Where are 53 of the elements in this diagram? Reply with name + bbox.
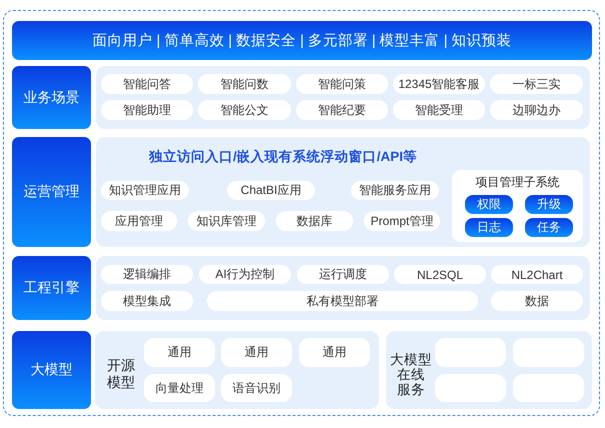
panel-label: 大模型在线服务: [389, 352, 433, 397]
category-box: 运营管理: [12, 137, 91, 247]
feature-pill: 通用: [144, 338, 215, 367]
panel: [96, 66, 590, 129]
module-button: 日志: [465, 218, 513, 237]
feature-pill: 智能问策: [296, 74, 388, 94]
empty-pill: [435, 374, 506, 402]
module-button: 升级: [525, 195, 573, 214]
feature-pill: 知识库管理: [188, 211, 265, 231]
empty-pill: [513, 374, 584, 402]
feature-pill: 逻辑编排: [101, 265, 193, 284]
panel: [95, 331, 379, 409]
feature-pill: 智能受理: [393, 100, 485, 120]
panel: [96, 256, 590, 320]
feature-pill: 智能服务应用: [351, 181, 439, 200]
feature-pill: 12345智能客服: [393, 74, 485, 94]
feature-pill: 私有模型部署: [207, 291, 478, 311]
panel-label: 开源模型: [106, 357, 136, 391]
feature-pill: 通用: [221, 338, 292, 367]
feature-pill: 语音识别: [221, 374, 292, 402]
panel-heading: 独立访问入口/嵌入现有系统浮动窗口/API等: [148, 148, 418, 166]
feature-pill: ChatBI应用: [227, 181, 315, 200]
feature-pill: 通用: [299, 338, 370, 367]
feature-pill: 智能公文: [198, 100, 291, 120]
feature-pill: 运行调度: [297, 265, 389, 284]
feature-pill: 应用管理: [101, 211, 177, 231]
feature-pill: 模型集成: [101, 291, 193, 311]
panel: [386, 331, 592, 409]
panel: [96, 137, 590, 247]
feature-pill: 向量处理: [144, 374, 215, 402]
module-button: 权限: [465, 195, 513, 214]
feature-pill: 边聊边办: [490, 100, 583, 120]
module-button: 任务: [525, 218, 573, 237]
empty-pill: [435, 338, 506, 367]
feature-pill: AI行为控制: [199, 265, 291, 284]
feature-pill: 智能纪要: [296, 100, 388, 120]
feature-pill: 一标三实: [490, 74, 583, 94]
feature-pill: 数据: [491, 291, 583, 311]
feature-pill: 智能助理: [101, 100, 193, 120]
category-box: 工程引擎: [12, 256, 91, 320]
empty-pill: [513, 338, 584, 367]
feature-pill: NL2Chart: [491, 265, 583, 284]
category-box: 业务场景: [12, 66, 91, 129]
feature-pill: 智能问数: [198, 74, 291, 94]
banner: 面向用户 | 简单高效 | 数据安全 | 多元部署 | 模型丰富 | 知识预装: [12, 21, 592, 60]
feature-pill: Prompt管理: [364, 211, 440, 231]
card-title: 项目管理子系统: [474, 174, 560, 190]
feature-pill: 智能问答: [101, 74, 193, 94]
feature-pill: 数据库: [276, 211, 353, 231]
subsystem-card: [452, 170, 583, 242]
feature-pill: NL2SQL: [394, 265, 486, 284]
category-box: 大模型: [12, 331, 91, 409]
feature-pill: 知识管理应用: [101, 181, 189, 200]
